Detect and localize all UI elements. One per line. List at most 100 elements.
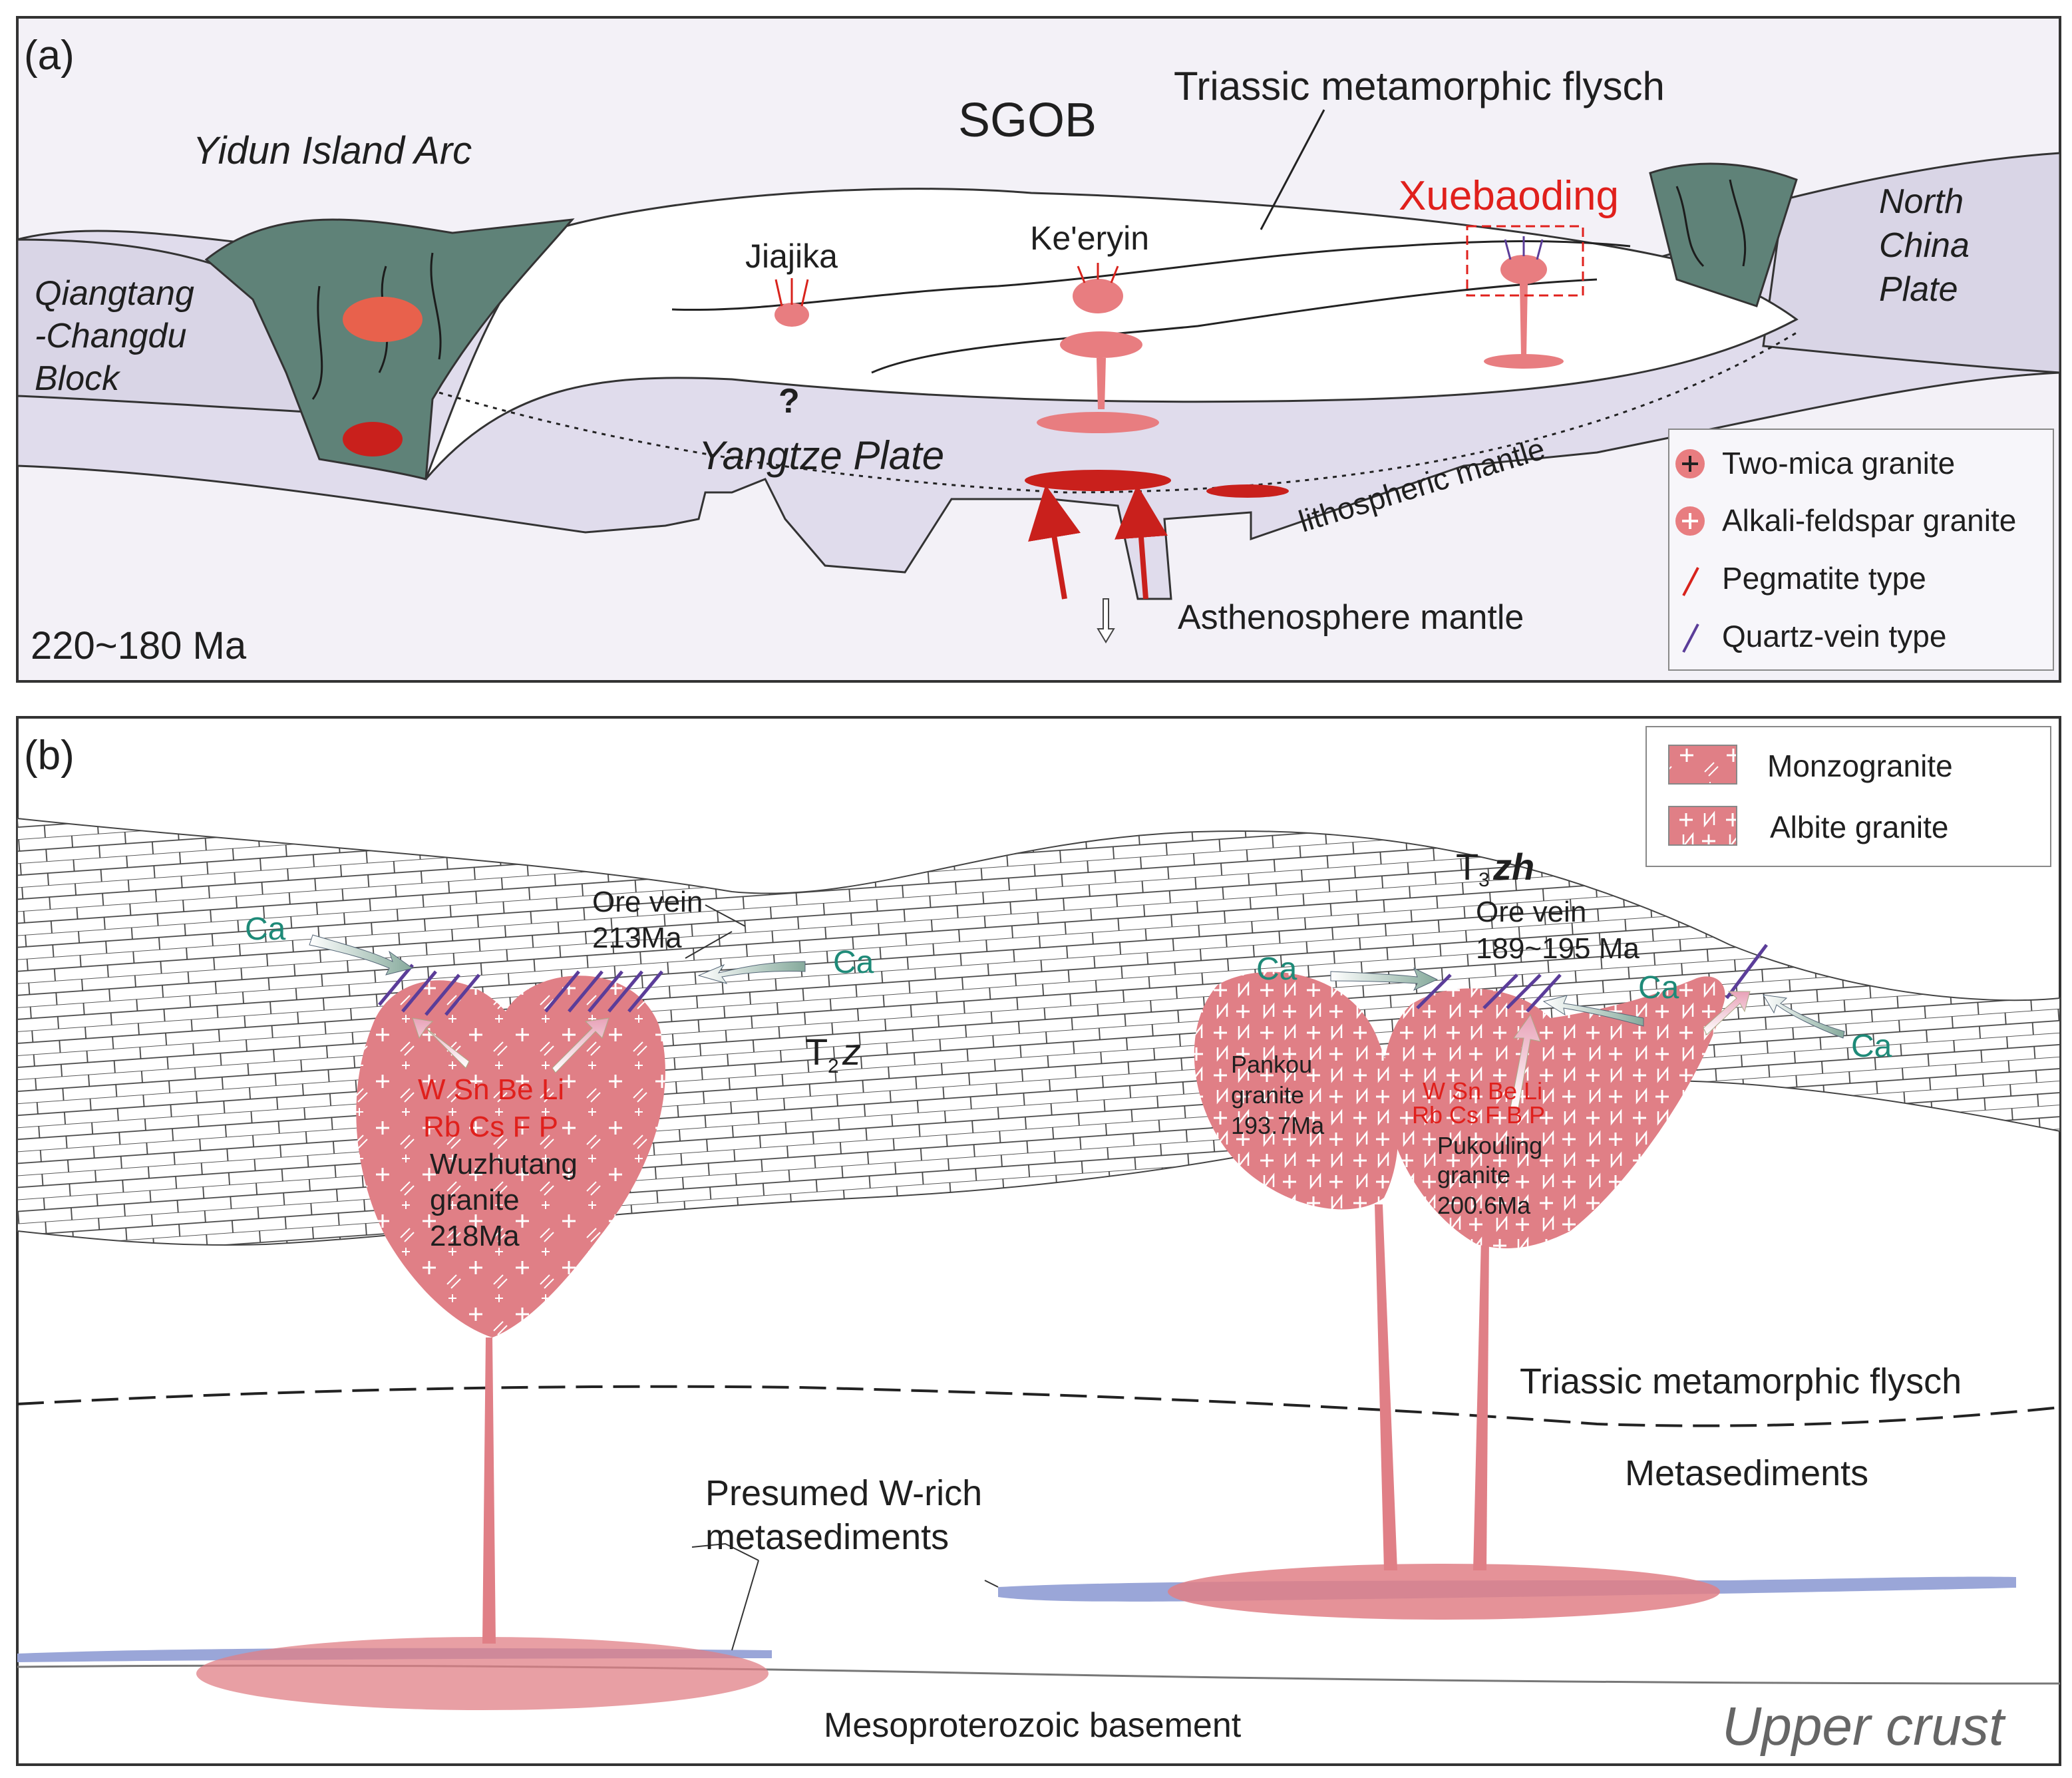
qiangtang-label-1: Qiangtang (35, 274, 194, 313)
pankou-type: granite (1231, 1081, 1304, 1109)
t3zh-sub: 3 (1478, 869, 1490, 891)
legend-a-box (1668, 429, 2054, 671)
basement-label: Mesoproterozoic basement (824, 1706, 1242, 1745)
t3zh-suffix: zh (1492, 846, 1534, 888)
yangtze-label: Yangtze Plate (699, 433, 944, 478)
keeryin-dike (1097, 358, 1106, 409)
xuebaoding-quartz-veins (1504, 236, 1544, 260)
pukouling-name: Pukouling (1437, 1132, 1542, 1159)
upwelling-arrow-left (1028, 484, 1081, 600)
presumed-leader-b (731, 1560, 759, 1651)
ca-arrow-1 (309, 934, 414, 976)
elements-left-1: W Sn Be Li (418, 1073, 564, 1106)
presumed-label-1: Presumed W-rich (705, 1473, 982, 1513)
pankou-feeder (1375, 1204, 1397, 1570)
ca-label-4: Ca (1638, 970, 1679, 1005)
age-label: 220~180 Ma (31, 624, 247, 667)
ca-label-1: Ca (245, 912, 286, 947)
t3zh-label: T 3 zh (1456, 846, 1534, 891)
ca-label-5: Ca (1851, 1029, 1892, 1064)
north-arc-shape (1649, 162, 1798, 307)
north-china-plate-shape (1762, 152, 2061, 374)
north-arc-fractures (1675, 179, 1747, 267)
xuebaoding-highlight-box (1466, 225, 1584, 297)
xuebaoding-granite (1500, 255, 1547, 284)
alkali-plus-icon (1682, 513, 1698, 529)
t2z-suffix: z (842, 1031, 861, 1073)
elements-left-2: Rb Cs F P (423, 1111, 558, 1143)
flysch-base-boundary (17, 1385, 2061, 1427)
wuzhutang-feeder (482, 1337, 496, 1644)
pankou-name: Pankou (1231, 1051, 1312, 1078)
elements-right-1: W Sn Be Li (1423, 1077, 1542, 1105)
t2z-main: T (805, 1031, 828, 1073)
t2z-sub: 2 (828, 1055, 839, 1077)
keeryin-source (1037, 412, 1159, 433)
legend-pegmatite: Pegmatite type (1722, 561, 1926, 596)
ore-vein-leader-left (685, 904, 746, 959)
wuzhutang-granite (356, 976, 665, 1337)
source-pool-right (1168, 1564, 1720, 1620)
pukouling-granite (1383, 976, 1725, 1248)
ore-vein-right-1: Ore vein (1476, 896, 1586, 928)
pegmatite-symbol (1682, 567, 1699, 596)
ca-label-3: Ca (1256, 952, 1297, 987)
presumed-leader-a (691, 1542, 999, 1588)
yidun-label: Yidun Island Arc (193, 129, 472, 172)
underplating-melt (1025, 470, 1171, 491)
pankou-granite (1194, 972, 1399, 1210)
ore-veins-right (1416, 944, 1768, 1013)
wuzhutang-age: 218Ma (430, 1220, 520, 1252)
north-china-label-2: China (1879, 226, 1970, 265)
flysch-label-b: Triassic metamorphic flysch (1520, 1361, 1962, 1401)
fluid-arrow-right-1 (1510, 1013, 1541, 1109)
jiajika-label: Jiajika (745, 238, 838, 275)
keeryin-label: Ke'eryin (1030, 220, 1149, 257)
underplating-melt-small (1206, 484, 1289, 498)
astheno-label: Asthenosphere mantle (1178, 598, 1524, 637)
keeryin-granite (1073, 279, 1123, 313)
pankou-age: 193.7Ma (1231, 1112, 1325, 1139)
north-china-label-1: North (1879, 182, 1964, 221)
jiajika-pegmatite (775, 278, 809, 307)
ore-vein-left-2: 213Ma (592, 922, 682, 954)
ca-arrow-4 (1542, 995, 1644, 1027)
pukouling-age: 200.6Ma (1437, 1192, 1531, 1219)
question-mark: ? (778, 382, 800, 421)
ca-label-2: Ca (833, 945, 874, 980)
legend-quartz-vein: Quartz-vein type (1722, 619, 1946, 653)
qiangtang-label-2: -Changdu (35, 317, 186, 355)
quartz-vein-symbol (1682, 623, 1699, 653)
arc-granite-lower (343, 422, 403, 456)
legend-two-mica: Two-mica granite (1722, 446, 1955, 480)
t3zh-main: T (1456, 846, 1478, 888)
keeryin-pegmatite (1077, 263, 1119, 283)
legend-albite: Albite granite (1770, 810, 1949, 844)
metasediments-label: Metasediments (1625, 1453, 1868, 1493)
fluid-arrow-left-1 (412, 1017, 470, 1069)
fluid-arrow-left-2 (552, 1017, 609, 1073)
pukouling-feeder (1473, 1238, 1489, 1570)
source-pool-left (196, 1637, 769, 1710)
xuebaoding-label: Xuebaoding (1399, 173, 1619, 219)
elements-right-2: Rb Cs F B P (1412, 1101, 1545, 1129)
panel-b (16, 716, 2061, 1766)
legend-monzogranite: Monzogranite (1767, 749, 1953, 783)
upper-crust-label: Upper crust (1722, 1696, 2006, 1757)
fluid-arrow-right-2 (1703, 991, 1751, 1035)
ore-veins-left (378, 964, 663, 1016)
panel-a-label: (a) (24, 33, 75, 79)
presumed-label-2: metasediments (705, 1517, 949, 1557)
north-china-label-3: Plate (1879, 270, 1958, 309)
yidun-arc-shape (204, 218, 575, 480)
pukouling-type: granite (1437, 1161, 1510, 1188)
ca-arrow-2 (697, 961, 806, 984)
sgob-title: SGOB (958, 94, 1097, 147)
qiangtang-label-3: Block (35, 359, 121, 398)
upwelling-arrow-right (1115, 484, 1168, 600)
panel-b-label: (b) (24, 733, 75, 779)
albite-swatch (1668, 806, 1737, 846)
delamination-arrow (1097, 598, 1115, 643)
jiajika-granite (775, 303, 809, 327)
two-mica-plus-icon (1682, 456, 1698, 472)
